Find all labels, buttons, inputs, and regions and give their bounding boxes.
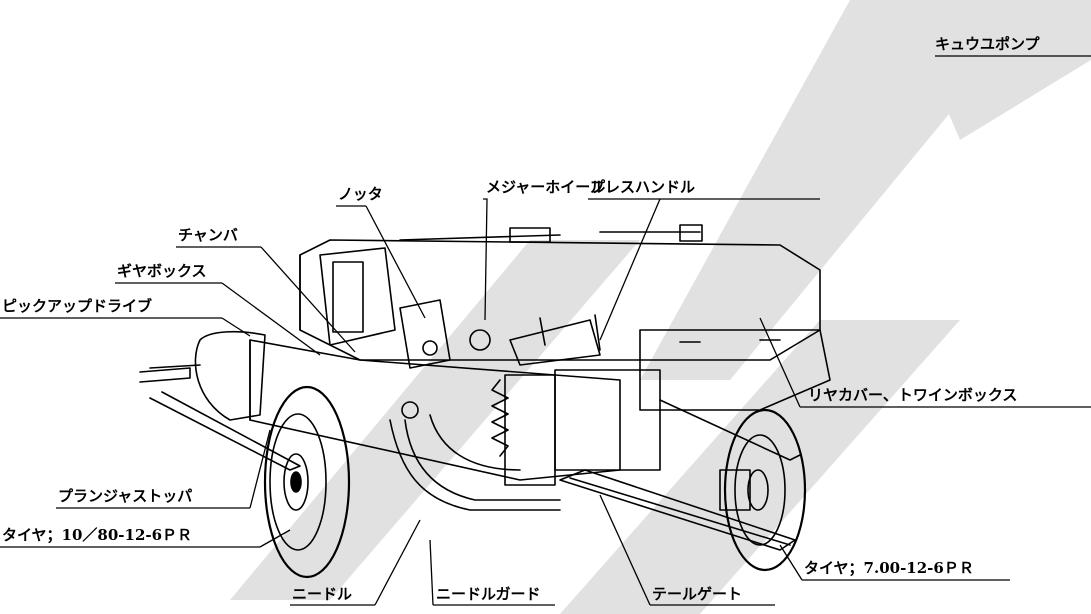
- label-pickup-drive: ピックアップドライブ: [2, 297, 153, 315]
- label-plunger-stopper: プランジャストッパ: [58, 487, 193, 505]
- label-gearbox: ギヤボックス: [117, 262, 207, 280]
- label-press-handle: プレスハンドル: [590, 178, 696, 196]
- label-fuel-pump: キュウユポンプ: [935, 35, 1040, 53]
- label-chamber: チャンバ: [178, 226, 238, 244]
- label-needle: ニードル: [292, 585, 353, 603]
- label-tire-left: タイヤ；10／80-12-6ＰＲ: [2, 526, 193, 544]
- label-measure-wheel: メジャーホイール: [486, 178, 606, 196]
- leader-lines: [0, 55, 1091, 606]
- label-rear-cover: リヤカバー、トワインボックス: [808, 386, 1018, 404]
- baler-machine: [139, 224, 831, 579]
- label-tire-right: タイヤ；7.00-12-6ＰＲ: [804, 559, 974, 577]
- label-knotter: ノッタ: [338, 185, 383, 203]
- label-needle-guard: ニードルガード: [436, 585, 541, 603]
- watermark: [230, 0, 1091, 614]
- label-tailgate: テールゲート: [652, 585, 743, 603]
